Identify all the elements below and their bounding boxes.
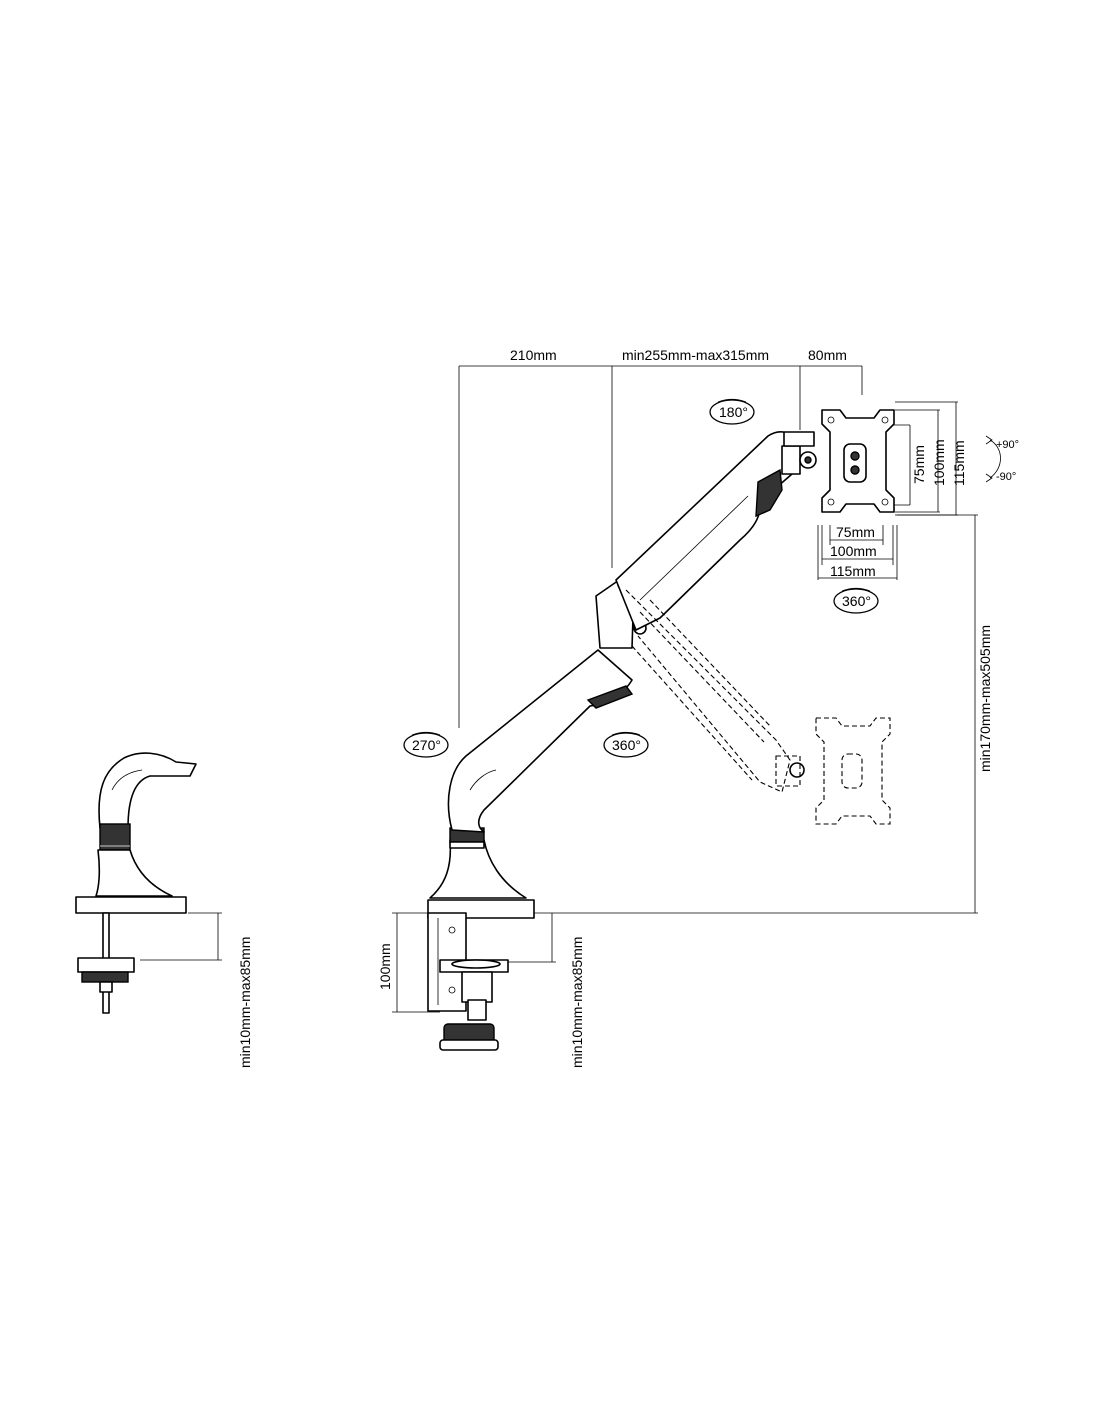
label-vesa-h-large: 115mm xyxy=(830,563,876,579)
label-tilt-down: -90° xyxy=(996,471,1016,483)
label-vesa-v-mid: 100mm xyxy=(931,439,947,486)
vesa-plate-top xyxy=(821,409,895,513)
badge-head-swivel xyxy=(709,399,755,425)
dimension-labels: 210mm min255mm-max315mm 80mm 75mm 100mm … xyxy=(237,347,1019,1068)
label-desk-thickness-main: min10mm-max85mm xyxy=(569,937,585,1068)
label-vesa-h-small: 75mm xyxy=(836,524,875,540)
label-panel-rotate: 360° xyxy=(842,593,871,609)
label-arm-swivel: 360° xyxy=(612,737,641,753)
label-top-offset: 80mm xyxy=(808,347,847,363)
label-base-swivel: 270° xyxy=(412,737,441,753)
badge-panel-rotate xyxy=(833,588,879,614)
ghost-arm-position xyxy=(625,589,891,825)
badge-arm-swivel xyxy=(603,732,649,758)
label-tilt-up: +90° xyxy=(996,439,1019,451)
label-desk-thickness-side: min10mm-max85mm xyxy=(237,937,253,1068)
label-vesa-v-large: 115mm xyxy=(951,440,967,486)
label-top-extension: min255mm-max315mm xyxy=(622,347,769,363)
side-view-mount xyxy=(75,752,197,1014)
rotation-badges xyxy=(403,398,1001,758)
badge-base-swivel xyxy=(403,732,449,758)
main-monitor-arm xyxy=(427,431,817,1051)
label-height-range: min170mm-max505mm xyxy=(977,625,993,772)
label-head-swivel: 180° xyxy=(719,404,748,420)
tilt-arc-icon xyxy=(989,439,1001,479)
label-vesa-h-mid: 100mm xyxy=(830,543,877,559)
label-clamp-height: 100mm xyxy=(377,943,393,990)
label-vesa-v-small: 75mm xyxy=(911,445,927,484)
label-top-reach: 210mm xyxy=(510,347,557,363)
